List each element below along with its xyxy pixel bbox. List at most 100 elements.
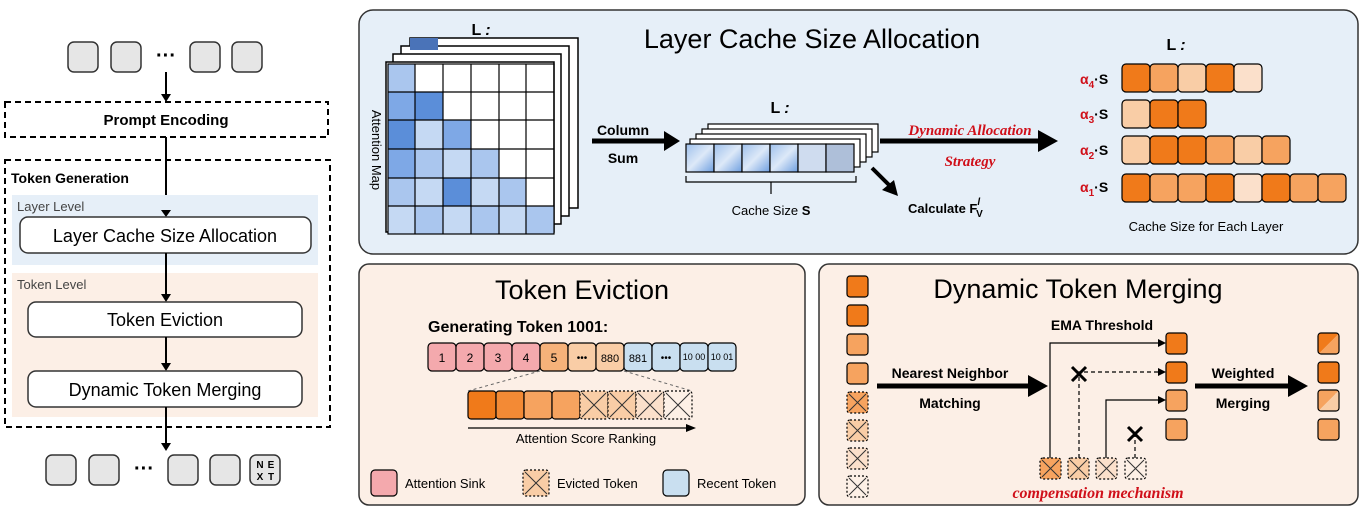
cache-slot <box>1233 63 1263 93</box>
merged-token <box>1317 389 1340 412</box>
cache-slot <box>1205 135 1235 165</box>
sum-cell <box>713 143 743 173</box>
merge-input-tokens <box>846 275 869 498</box>
cache-slot <box>1121 63 1151 93</box>
layer-label: L: <box>471 22 490 39</box>
token-box <box>231 41 263 73</box>
strategy-label: Strategy <box>945 154 996 170</box>
evicted-token <box>1124 457 1147 480</box>
cache-slot <box>1205 63 1235 93</box>
matching-label: Matching <box>919 395 980 411</box>
attention-cell <box>415 92 443 120</box>
flowchart: ··· Prompt Encoding Token Generation Lay… <box>4 41 331 486</box>
token-label: 4 <box>523 351 530 365</box>
arrowhead <box>1028 375 1048 397</box>
legend-swatch-recent <box>662 469 690 497</box>
token-cell <box>846 362 869 385</box>
cache-slot <box>1177 135 1207 165</box>
merged-token <box>1317 418 1340 441</box>
arrowhead <box>1158 339 1166 347</box>
cache-slot <box>1233 173 1263 203</box>
generating-label: Generating Token 1001: <box>428 319 608 336</box>
token-box <box>167 454 199 486</box>
token-box <box>209 454 241 486</box>
eviction-title: Token Eviction <box>495 275 669 305</box>
allocation-title: Layer Cache Size Allocation <box>644 24 980 54</box>
token-box <box>67 41 99 73</box>
token-generation-box <box>4 159 331 428</box>
cache-slot <box>1149 173 1179 203</box>
layer-label: L: <box>1166 37 1185 54</box>
token-cell <box>846 304 869 327</box>
sum-label: Sum <box>608 150 638 166</box>
alpha-row-2: α2·S <box>1080 135 1291 165</box>
merged-token <box>1317 361 1340 384</box>
cache-size-label: Cache Size S <box>732 203 811 218</box>
sum-cell <box>769 143 799 173</box>
legend-swatch-evicted <box>522 469 550 497</box>
token-cell <box>1165 389 1188 412</box>
sum-cell <box>797 143 827 173</box>
attention-cell <box>388 206 415 234</box>
evicted-token <box>1039 457 1062 480</box>
attention-cell <box>471 206 499 234</box>
input-tokens: ··· <box>67 41 263 73</box>
layer-label: L: <box>770 100 789 117</box>
output-tokens: ··· N E X T <box>45 454 281 486</box>
next-letter: T <box>268 472 274 483</box>
attention-cell <box>388 92 415 120</box>
token-cell <box>846 275 869 298</box>
attention-cell <box>443 120 471 149</box>
token-label: 2 <box>467 351 474 365</box>
token-label: 3 <box>495 351 502 365</box>
cache-each-layer-label: Cache Size for Each Layer <box>1129 219 1284 234</box>
cache-slot <box>1233 135 1263 165</box>
kept-tokens <box>1165 332 1188 441</box>
evicted-token <box>1095 457 1118 480</box>
prompt-encoding-box <box>4 101 329 138</box>
allocation-panel: Layer Cache Size Allocation <box>358 9 1359 255</box>
evicted-token <box>663 390 693 420</box>
token-box <box>45 454 77 486</box>
reject-mark-icon <box>1126 425 1144 443</box>
arrowhead <box>161 443 171 451</box>
next-token-box <box>249 454 281 486</box>
token-cell <box>846 333 869 356</box>
attention-cell <box>415 178 443 206</box>
cache-slot <box>1261 135 1291 165</box>
arrowhead <box>1158 368 1166 376</box>
next-letter: X <box>257 472 264 483</box>
token-generation-label: Token Generation <box>11 170 129 186</box>
arrowhead <box>664 131 680 151</box>
eviction-panel-bg <box>358 263 806 506</box>
sum-cell <box>685 143 715 173</box>
merging-title: Dynamic Token Merging <box>933 274 1222 304</box>
merging-label: Merging <box>1216 395 1270 411</box>
token-box <box>110 41 142 73</box>
column-sum-vectors <box>685 123 879 173</box>
compensation-label: compensation mechanism <box>1012 485 1183 502</box>
attention-cell <box>388 178 415 206</box>
attention-cell <box>471 149 499 178</box>
arrowhead <box>1288 375 1308 397</box>
attention-cell <box>388 64 415 92</box>
attention-cell <box>388 149 415 178</box>
token-label: ••• <box>661 353 672 364</box>
next-letter: N <box>256 460 263 471</box>
next-letter: E <box>268 460 275 471</box>
recent-token <box>707 342 737 372</box>
alpha-label: α4·S <box>1080 71 1108 91</box>
arrowhead <box>161 94 171 102</box>
token-level-label: Token Level <box>17 277 86 292</box>
token-cell <box>1165 332 1188 355</box>
zoom-guide <box>467 370 541 392</box>
cache-slot <box>1261 173 1291 203</box>
cache-slot <box>1205 173 1235 203</box>
attention-cell <box>415 120 443 149</box>
evicted-token <box>1067 457 1090 480</box>
evicted-token <box>846 475 869 498</box>
attention-map-stack <box>385 37 579 235</box>
arrowhead <box>161 210 171 217</box>
